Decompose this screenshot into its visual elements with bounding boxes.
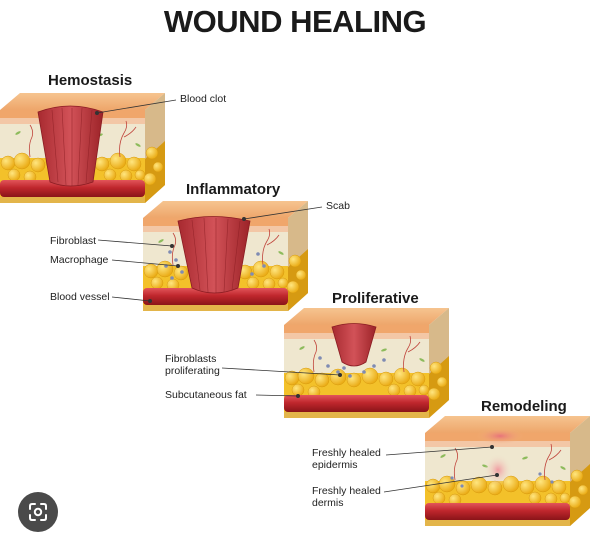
inflammatory-block [143,201,308,312]
remodeling-block [425,416,590,527]
page-title: WOUND HEALING [163,4,427,39]
label-blood-vessel: Blood vessel [50,291,110,303]
stage-proliferative: Proliferative [332,290,419,307]
label-freshly-healed-dermis-2: dermis [312,497,344,509]
label-fibroblast: Fibroblast [50,235,97,247]
leader-lines [95,99,499,493]
label-blood-clot: Blood clot [180,93,227,105]
label-freshly-healed-epidermis-1: Freshly healed [312,447,381,459]
label-freshly-healed-dermis-1: Freshly healed [312,485,381,497]
stage-inflammatory: Inflammatory [186,181,281,198]
label-scab: Scab [326,200,350,212]
lens-search-button[interactable] [18,492,58,532]
stage-remodeling: Remodeling [481,398,567,415]
proliferative-block [284,308,449,419]
label-freshly-healed-epidermis-2: epidermis [312,459,358,471]
hemostasis-block [0,93,165,204]
label-macrophage: Macrophage [50,254,109,266]
label-subcutaneous-fat: Subcutaneous fat [165,389,247,401]
stage-hemostasis: Hemostasis [48,72,133,89]
label-fibroblasts-proliferating-1: Fibroblasts [165,353,217,365]
label-fibroblasts-proliferating-2: proliferating [165,365,220,377]
lens-search-icon [29,503,47,521]
